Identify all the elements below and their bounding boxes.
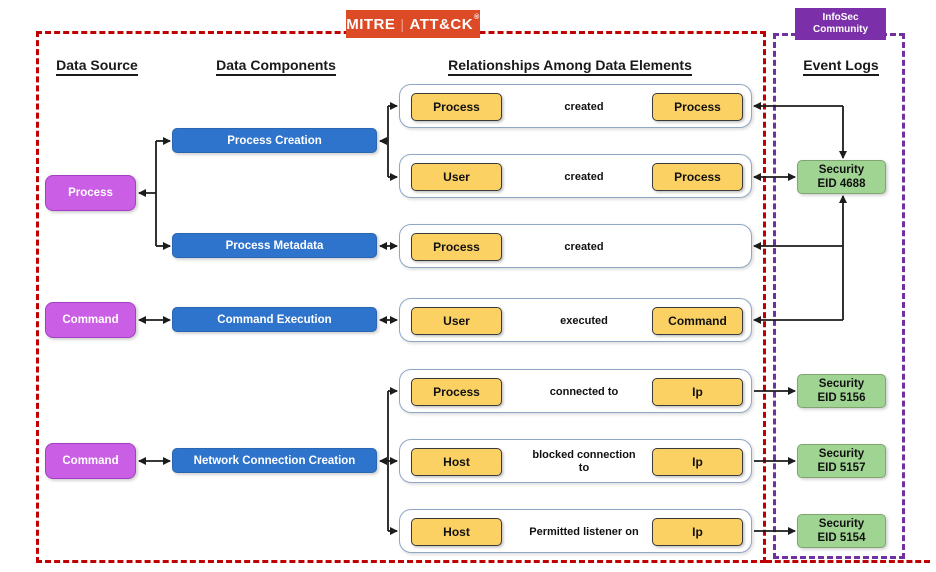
entity-box: User [411, 307, 502, 335]
relation-label: executed [560, 314, 608, 327]
logo-attack-text: ATT&CK [409, 15, 474, 33]
source-box-command-2: Command [45, 443, 136, 479]
eventlog-box-5156: Security EID 5156 [797, 374, 886, 408]
relation-label: created [564, 100, 604, 113]
purple-dashed-border [773, 33, 905, 559]
relation-label: created [564, 170, 604, 183]
relationship-row: Process created Process [399, 84, 752, 128]
component-box-command-execution: Command Execution [172, 307, 377, 332]
component-box-process-metadata: Process Metadata [172, 233, 377, 258]
infosec-community-box: InfoSec Community [795, 8, 886, 40]
eventlog-box-4688: Security EID 4688 [797, 160, 886, 194]
header-relationships: Relationships Among Data Elements [420, 57, 720, 76]
relationship-row: User created Process [399, 154, 752, 198]
source-box-process: Process [45, 175, 136, 211]
eventlog-line2: EID 5157 [817, 462, 866, 474]
mitre-attack-logo: MITRE | ATT&CK ® [346, 10, 480, 38]
entity-box: Ip [652, 448, 743, 476]
header-data-source: Data Source [37, 57, 157, 76]
header-relationships-label: Relationships Among Data Elements [448, 57, 692, 76]
eventlog-line1: Security [818, 447, 865, 460]
entity-box: Process [411, 93, 502, 121]
component-box-network-connection-creation: Network Connection Creation [172, 448, 377, 473]
header-data-components: Data Components [196, 57, 356, 76]
eventlog-line2: EID 5154 [817, 532, 866, 544]
header-event-logs: Event Logs [781, 57, 901, 76]
relation-label: connected to [549, 385, 619, 398]
entity-box: Ip [652, 378, 743, 406]
component-box-process-creation: Process Creation [172, 128, 377, 153]
header-data-source-label: Data Source [56, 57, 138, 76]
eventlog-line2: EID 4688 [817, 178, 866, 190]
logo-separator: | [400, 16, 405, 32]
eventlog-box-5157: Security EID 5157 [797, 444, 886, 478]
entity-box: Process [652, 93, 743, 121]
relationship-row: User executed Command [399, 298, 752, 342]
logo-registered-mark: ® [474, 14, 480, 21]
relation-label: created [564, 240, 604, 253]
eventlog-line1: Security [818, 377, 865, 390]
relationship-row: Process created [399, 224, 752, 268]
eventlog-line1: Security [818, 163, 865, 176]
header-data-components-label: Data Components [216, 57, 336, 76]
relationship-row: Host Permitted listener on Ip [399, 509, 752, 553]
infosec-line1: InfoSec [822, 11, 859, 23]
eventlog-line1: Security [818, 517, 865, 530]
relationship-row: Process connected to Ip [399, 369, 752, 413]
eventlog-line2: EID 5156 [817, 392, 866, 404]
entity-box: Process [652, 163, 743, 191]
entity-box: Host [411, 448, 502, 476]
relationship-row: Host blocked connection to Ip [399, 439, 752, 483]
entity-box: Command [652, 307, 743, 335]
eventlog-box-5154: Security EID 5154 [797, 514, 886, 548]
red-dashed-border-extension [766, 560, 930, 563]
relation-label: blocked connection to [532, 449, 636, 474]
entity-box: Host [411, 518, 502, 546]
entity-box: User [411, 163, 502, 191]
header-event-logs-label: Event Logs [803, 57, 879, 76]
infosec-line2: Community [813, 24, 868, 35]
entity-box: Ip [652, 518, 743, 546]
entity-box: Process [411, 378, 502, 406]
source-box-command-1: Command [45, 302, 136, 338]
relation-label: Permitted listener on [529, 525, 639, 538]
logo-mitre-text: MITRE [346, 15, 396, 33]
entity-box: Process [411, 233, 502, 261]
